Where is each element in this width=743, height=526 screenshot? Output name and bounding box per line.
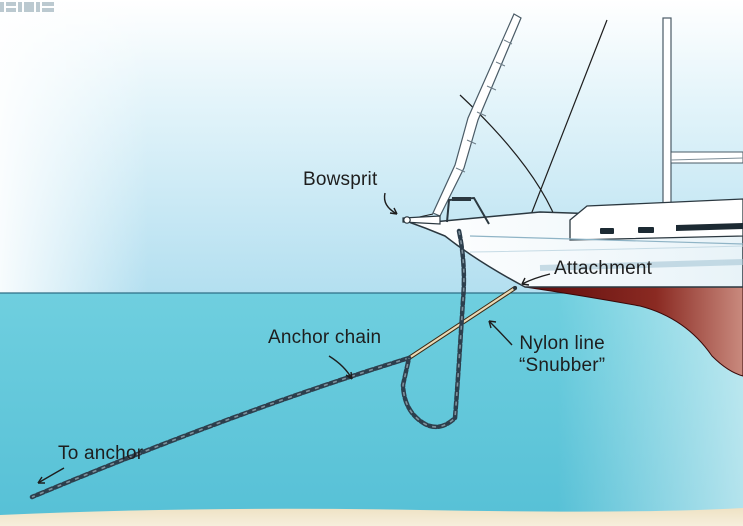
seabed	[0, 508, 743, 526]
sailboat-hull	[402, 196, 743, 377]
cabin	[569, 198, 743, 241]
attachment-label: Attachment	[554, 258, 653, 279]
mast	[662, 17, 672, 229]
rigging	[409, 13, 743, 231]
arrow-attachment	[521, 273, 551, 285]
bowsprit	[402, 215, 441, 225]
cabin-window	[600, 228, 614, 234]
bowsprit-roller	[403, 216, 411, 224]
anchor-chain-label: Anchor chain	[268, 327, 382, 348]
cabin-window	[638, 227, 654, 233]
nylon-line-text: Nylon line	[519, 333, 605, 354]
cabin-window	[676, 223, 743, 231]
to-anchor-label: To anchor	[58, 443, 144, 464]
arrow-bowsprit	[383, 192, 398, 215]
snubber-text: “Snubber”	[519, 355, 606, 376]
arrow-chain	[328, 355, 353, 380]
arrow-anchor	[37, 467, 65, 484]
attachment-point	[513, 286, 517, 290]
bowsprit-label: Bowsprit	[303, 169, 378, 190]
publisher-logo	[0, 2, 54, 12]
arrow-nylon	[488, 320, 513, 346]
leader-arrows	[37, 192, 551, 484]
hull-underbody	[524, 285, 743, 377]
nylon-line-label: Nylon line “Snubber”	[519, 333, 605, 377]
anchor-chain	[29, 228, 467, 500]
